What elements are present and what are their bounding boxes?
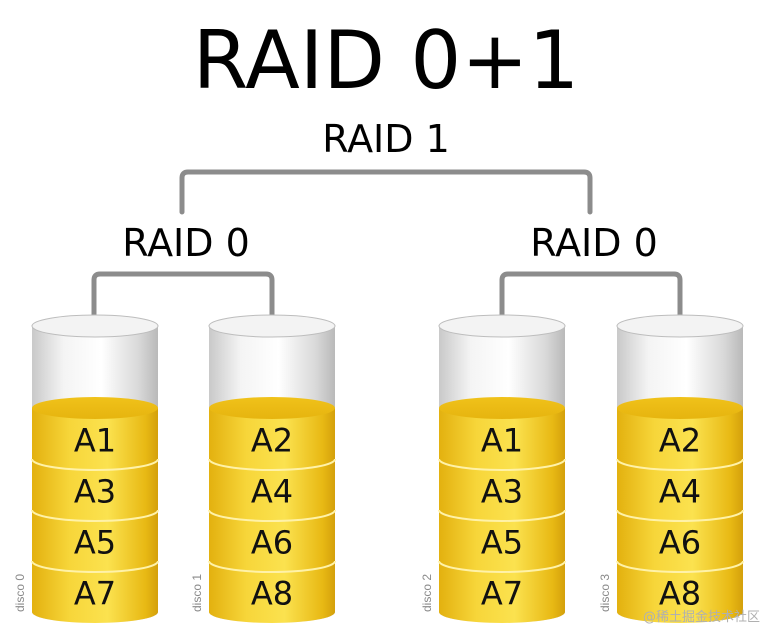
- mirror-connector: [179, 169, 593, 215]
- block-separator: [438, 509, 566, 522]
- data-block-label: A1: [74, 422, 116, 460]
- data-block-label: A6: [659, 524, 701, 562]
- data-block-label: A5: [74, 524, 116, 562]
- disk-top: [438, 314, 566, 338]
- block-separator: [438, 458, 566, 471]
- data-block-label: A3: [74, 473, 116, 511]
- data-block-label: A6: [251, 524, 293, 562]
- watermark: @稀土掘金技术社区: [643, 609, 760, 625]
- data-stack: [32, 408, 158, 623]
- block-separator: [208, 509, 336, 522]
- block-separator: [616, 509, 744, 522]
- raid1-label: RAID 1: [322, 117, 450, 161]
- data-block-label: A1: [481, 422, 523, 460]
- data-block-label: A2: [659, 422, 701, 460]
- block-separator: [616, 560, 744, 573]
- data-block-label: A4: [659, 473, 701, 511]
- block-separator: [31, 560, 159, 573]
- data-block-label: A4: [251, 473, 293, 511]
- block-separator: [438, 560, 566, 573]
- data-block-label: A3: [481, 473, 523, 511]
- block-separator: [31, 509, 159, 522]
- stripe-connector-left: [91, 271, 275, 329]
- data-block-label: A7: [74, 575, 116, 613]
- diagram-title: RAID 0+1: [193, 14, 580, 107]
- data-block-label: A8: [659, 575, 701, 613]
- data-block-label: A8: [251, 575, 293, 613]
- data-stack: [439, 408, 565, 623]
- disk-name-label: disco 1: [190, 574, 204, 612]
- data-stack: [209, 408, 335, 623]
- data-stack-top: [439, 397, 565, 419]
- raid0-label-left: RAID 0: [122, 221, 250, 265]
- disk-name-label: disco 0: [13, 574, 27, 612]
- block-separator: [208, 458, 336, 471]
- data-block-label: A7: [481, 575, 523, 613]
- data-block-label: A5: [481, 524, 523, 562]
- data-stack-top: [209, 397, 335, 419]
- disk-name-label: disco 2: [420, 574, 434, 612]
- disk-top: [31, 314, 159, 338]
- data-stack-top: [617, 397, 743, 419]
- data-block-label: A2: [251, 422, 293, 460]
- block-separator: [616, 458, 744, 471]
- disk-top: [616, 314, 744, 338]
- block-separator: [208, 560, 336, 573]
- disk-top: [208, 314, 336, 338]
- stripe-connector-right: [499, 271, 683, 329]
- data-stack: [617, 408, 743, 623]
- data-stack-top: [32, 397, 158, 419]
- disk-name-label: disco 3: [598, 574, 612, 612]
- block-separator: [31, 458, 159, 471]
- raid0-label-right: RAID 0: [530, 221, 658, 265]
